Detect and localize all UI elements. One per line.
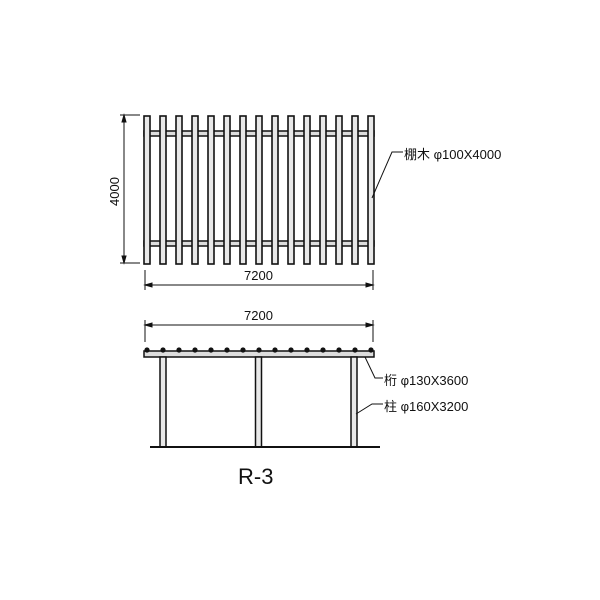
- dimension-lines: [120, 113, 403, 415]
- plan-slat: [143, 115, 151, 265]
- elevation-view: [143, 347, 380, 448]
- slat-label: 棚木 φ100X4000: [404, 147, 502, 162]
- slat-section: [144, 347, 150, 353]
- plan-slat: [319, 115, 327, 265]
- plan-slat: [191, 115, 199, 265]
- slat-section: [192, 347, 198, 353]
- slat-section: [304, 347, 310, 353]
- plan-slat: [287, 115, 295, 265]
- slat-section: [320, 347, 326, 353]
- plan-slat: [351, 115, 359, 265]
- plan-slat: [223, 115, 231, 265]
- slat-section: [176, 347, 182, 353]
- slat-section: [336, 347, 342, 353]
- plan-slat: [159, 115, 167, 265]
- drawing-title: R-3: [238, 464, 274, 489]
- slat-section: [352, 347, 358, 353]
- plan-width-dimension: 7200: [244, 268, 273, 283]
- slat-section: [224, 347, 230, 353]
- plan-slat: [271, 115, 279, 265]
- slat-section: [272, 347, 278, 353]
- plan-height-dimension: 4000: [107, 177, 122, 206]
- slat-section: [288, 347, 294, 353]
- slat-section: [240, 347, 246, 353]
- plan-slat: [335, 115, 343, 265]
- plan-slat: [367, 115, 375, 265]
- slat-section: [208, 347, 214, 353]
- plan-slat: [255, 115, 263, 265]
- slat-section: [368, 347, 374, 353]
- elevation-post: [350, 356, 358, 448]
- plan-slat: [303, 115, 311, 265]
- post-label: 柱 φ160X3200: [384, 399, 469, 414]
- elevation-post: [159, 356, 167, 448]
- elevation-width-dimension: 7200: [244, 308, 273, 323]
- slat-section: [160, 347, 166, 353]
- elevation-post: [254, 356, 263, 448]
- slat-section: [256, 347, 262, 353]
- plan-slat: [175, 115, 183, 265]
- plan-slat: [239, 115, 247, 265]
- plan-view: [143, 115, 375, 265]
- beam-label: 桁 φ130X3600: [384, 373, 469, 388]
- plan-slat: [207, 115, 215, 265]
